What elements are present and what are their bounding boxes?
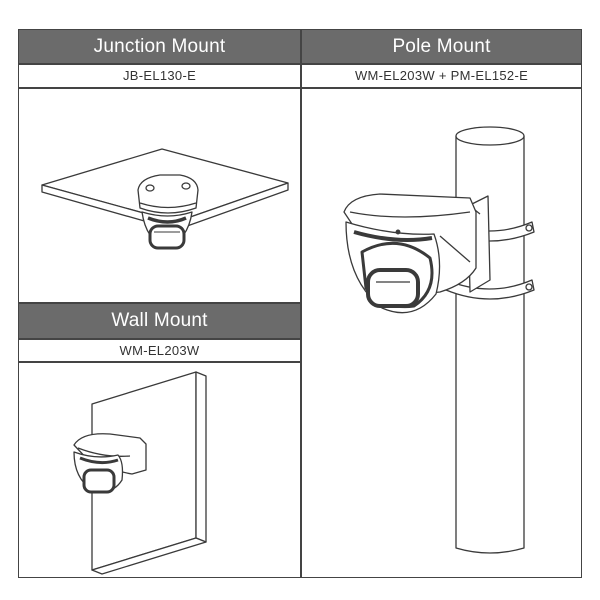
wall-mount-model: WM-EL203W (119, 342, 200, 358)
wall-top-divider (18, 302, 301, 304)
junction-camera-lens (148, 224, 186, 250)
junction-header-divider (18, 63, 301, 65)
pole-model-divider (300, 87, 582, 89)
pole-top (455, 126, 525, 146)
pole-mount-header: Pole Mount (302, 30, 581, 63)
wall-header-divider (18, 338, 301, 340)
wall-model-divider (18, 361, 301, 363)
pole-mount-model: WM-EL203W + PM-EL152-E (354, 68, 529, 83)
pole-header-divider (300, 63, 582, 65)
wall-mount-header: Wall Mount (19, 304, 300, 338)
junction-model-divider (18, 87, 301, 89)
pole-camera-lens (366, 268, 420, 308)
wall-plate-edge (195, 371, 207, 543)
junction-mount-model: JB-EL130-E (122, 68, 197, 83)
wall-camera-lens (82, 468, 116, 494)
column-divider (300, 29, 302, 578)
junction-mount-header: Junction Mount (19, 30, 300, 63)
